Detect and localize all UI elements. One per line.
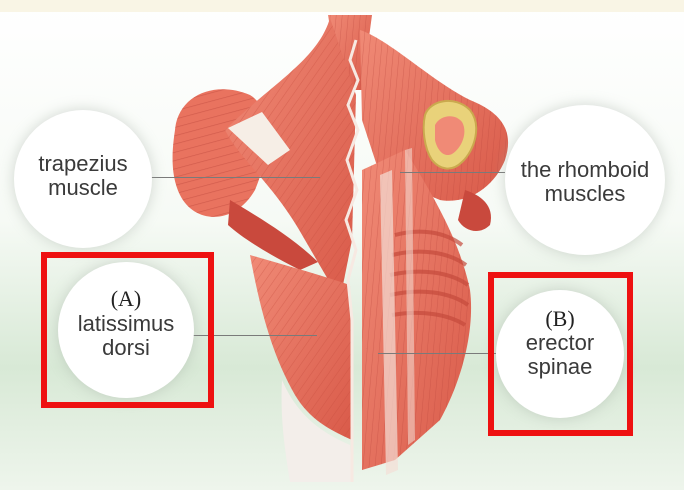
highlight-box-b — [488, 272, 633, 436]
rhomboid-leader-line — [400, 172, 505, 173]
top-strip — [0, 0, 684, 12]
highlight-box-a — [41, 252, 214, 408]
trapezius-label: trapezius muscle — [14, 152, 152, 200]
trapezius-label-line2: muscle — [14, 176, 152, 200]
trapezius-leader-line — [150, 177, 320, 178]
trapezius-label-line1: trapezius — [14, 152, 152, 176]
erector-leader-line — [378, 353, 498, 354]
rhomboid-label: the rhomboid muscles — [505, 158, 665, 206]
rhomboid-label-line2: muscles — [505, 182, 665, 206]
rhomboid-label-line1: the rhomboid — [505, 158, 665, 182]
